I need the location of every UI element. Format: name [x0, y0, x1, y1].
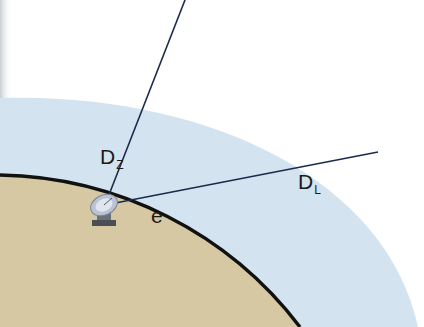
- atmosphere-layer: [0, 98, 418, 327]
- radio-dish: [87, 190, 121, 226]
- slant-path: [105, 152, 378, 205]
- path-symbol: D: [298, 171, 313, 192]
- earth-ground: [0, 175, 300, 327]
- zenith-path: [105, 0, 185, 205]
- path-subscript: L: [314, 184, 321, 196]
- earth-surface: [0, 175, 300, 327]
- path-symbol: D: [100, 146, 115, 167]
- elevation-angle: e: [151, 205, 163, 226]
- path-subscript: Z: [116, 159, 123, 171]
